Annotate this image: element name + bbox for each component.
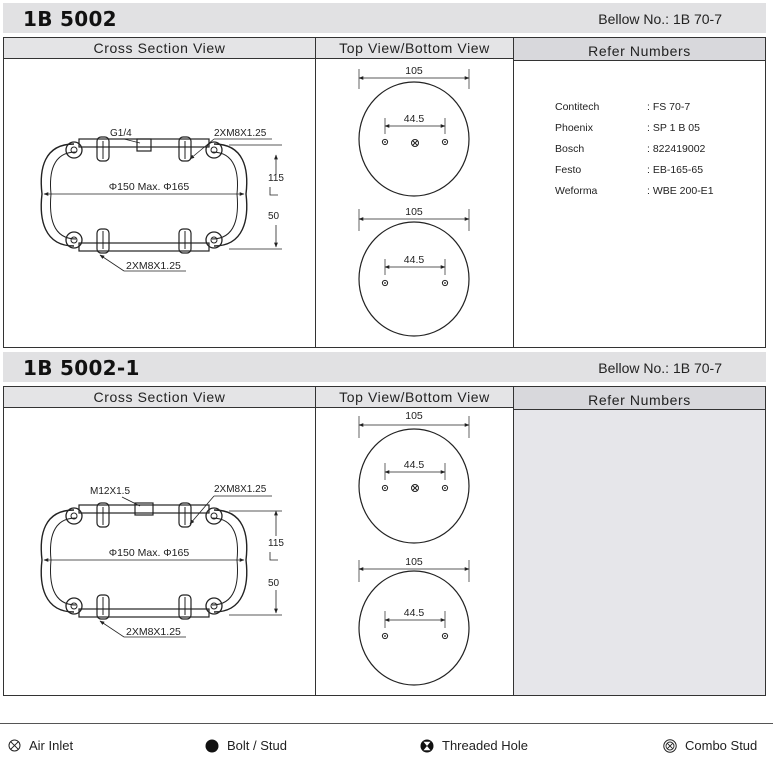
diameter-label: Φ150 Max. Φ165 [109,181,190,193]
legend-combo-stud: Combo Stud [663,738,757,753]
port-label: G1/4 [110,128,132,139]
ref-brand: Weforma [555,185,598,197]
spec-grid: Cross Section View [3,37,766,348]
cross-section-column: Cross Section View [4,38,316,347]
bolt-stud-icon [205,739,219,752]
symbol-legend: Air Inlet Bolt / Stud Threaded Hole Comb… [0,723,773,762]
title-bar: 1B 5002-1 Bellow No.: 1B 70-7 [3,352,766,382]
port-label: M12X1.5 [90,486,130,497]
refer-numbers-column: Refer Numbers [514,387,765,695]
model-number: 1B 5002-1 [23,356,140,380]
ref-brand: Contitech [555,101,600,113]
legend-label: Bolt / Stud [227,738,287,753]
bottom-spacing-label: 44.5 [404,254,425,266]
refer-numbers-header: Refer Numbers [514,387,765,410]
top-view-column: Top View/Bottom View 105 44.5 [316,38,514,347]
top-spacing-label: 44.5 [404,459,425,471]
ref-value: : 822419002 [647,143,706,155]
top-view-header: Top View/Bottom View [316,38,513,59]
top-view-header: Top View/Bottom View [316,387,513,408]
ref-value: : EB-165-65 [647,164,704,176]
top-view-drawing: 105 44.5 105 44.5 [358,65,470,337]
height-min-label: 50 [268,578,280,589]
bottom-width-label: 105 [405,556,423,568]
combo-stud-icon [663,738,677,753]
ref-value: : SP 1 B 05 [647,122,700,134]
top-width-label: 105 [405,65,423,77]
top-view-drawing: 105 44.5 105 44.5 [358,410,470,686]
refer-numbers-header: Refer Numbers [514,38,765,61]
top-studs-label: 2XM8X1.25 [214,484,267,495]
diameter-label: Φ150 Max. Φ165 [109,547,190,559]
title-bar: 1B 5002 Bellow No.: 1B 70-7 [3,3,766,33]
top-view-column: Top View/Bottom View 105 44.5 [316,387,514,695]
refer-numbers-body: Contitech : FS 70-7 Phoenix : SP 1 B 05 Bo… [514,61,765,347]
height-min-label: 50 [268,211,280,222]
top-studs-label: 2XM8X1.25 [214,128,267,139]
air-inlet-icon [8,739,21,752]
legend-label: Combo Stud [685,738,758,753]
threaded-hole-icon [420,739,434,752]
legend-threaded-hole: Threaded Hole [420,738,528,753]
cross-section-header: Cross Section View [4,387,315,408]
product-section-1b5002: 1B 5002 Bellow No.: 1B 70-7 Cross Sectio… [3,3,766,348]
ref-value: : WBE 200-E1 [647,185,714,197]
bellow-number: Bellow No.: 1B 70-7 [598,360,722,376]
height-max-label: 115 [268,538,284,549]
cross-section-drawing: Φ150 Max. Φ165 G1/4 2XM8X1.25 2XM8X1.25 … [40,128,284,272]
bellow-number: Bellow No.: 1B 70-7 [598,11,722,27]
legend-bolt-stud: Bolt / Stud [205,738,287,753]
legend-label: Air Inlet [29,738,74,753]
top-width-label: 105 [405,410,423,422]
ref-row: Bosch : 822419002 [555,143,773,164]
height-max-label: 115 [268,173,284,184]
refer-numbers-body [514,410,765,695]
ref-row: Phoenix : SP 1 B 05 [555,122,773,143]
ref-brand: Festo [555,164,582,176]
ref-value: : FS 70-7 [647,101,691,113]
cross-section-column: Cross Section View [4,387,316,695]
ref-row: Festo : EB-165-65 [555,164,773,185]
cross-section-header: Cross Section View [4,38,315,59]
legend-air-inlet: Air Inlet [8,738,73,753]
cross-section-drawing: Φ150 Max. Φ165 M12X1.5 2XM8X1.25 2XM8X1.… [40,484,284,638]
bottom-spacing-label: 44.5 [404,607,425,619]
refer-numbers-table: Contitech : FS 70-7 Phoenix : SP 1 B 05 Bo… [555,101,773,206]
model-number: 1B 5002 [23,7,117,31]
bottom-width-label: 105 [405,206,423,218]
product-section-1b5002-1: 1B 5002-1 Bellow No.: 1B 70-7 Cross Sect… [3,352,766,696]
legend-label: Threaded Hole [442,738,528,753]
bottom-studs-label: 2XM8X1.25 [126,260,181,272]
spec-grid: Cross Section View [3,386,766,696]
ref-row: Contitech : FS 70-7 [555,101,773,122]
bottom-studs-label: 2XM8X1.25 [126,626,181,638]
refer-numbers-column: Refer Numbers Contitech : FS 70-7 Phoenix… [514,38,765,347]
ref-brand: Bosch [555,143,585,155]
top-spacing-label: 44.5 [404,113,425,125]
ref-row: Weforma : WBE 200-E1 [555,185,773,206]
ref-brand: Phoenix [555,122,593,134]
